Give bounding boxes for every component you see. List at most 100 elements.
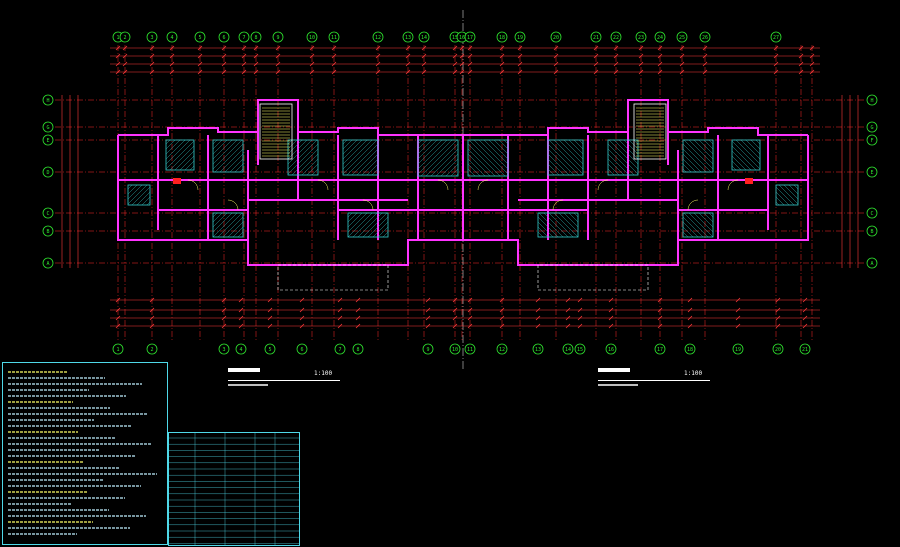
dim-tick (122, 61, 128, 67)
dim-tick (221, 315, 227, 321)
hatch-line (775, 191, 790, 206)
grid-bubble-top: 12 (372, 31, 384, 43)
hatch-line (467, 143, 501, 177)
grid-bubble-label: 11 (467, 347, 473, 353)
dim-tick (775, 307, 781, 313)
dim-tick (299, 315, 305, 321)
dim-tick (499, 297, 505, 303)
hatch-line (775, 201, 780, 206)
hatch-line (467, 153, 491, 177)
dim-tick (565, 307, 571, 313)
hatch-line (214, 143, 244, 173)
hatch-line (467, 173, 471, 177)
grid-bubble-label: 4 (239, 347, 242, 353)
hatch-line (342, 139, 348, 145)
dim-tick (679, 61, 685, 67)
dim-tick (375, 45, 381, 51)
hatch-line (372, 221, 389, 238)
grid-bubble-circle (402, 31, 414, 43)
dim-tick (221, 69, 227, 75)
hatched-room (537, 212, 579, 238)
grid-bubble-circle (449, 343, 461, 355)
hatch-line (703, 212, 714, 223)
hatch-line (537, 226, 549, 238)
dim-tick (299, 323, 305, 329)
hatch-line (607, 143, 639, 175)
grid-bubble-right: A (866, 257, 878, 269)
hatch-line (127, 184, 138, 195)
grid-bubble-circle (238, 31, 250, 43)
grid-bubble-circle (866, 257, 878, 269)
hatch-line (573, 139, 584, 150)
grid-bubble-label: 13 (405, 35, 411, 41)
hatch-line (165, 139, 191, 165)
dim-tick (687, 323, 693, 329)
dim-tick (773, 53, 779, 59)
dim-tick (375, 61, 381, 67)
dim-tick (657, 297, 663, 303)
dim-tick (452, 53, 458, 59)
hatch-line (488, 139, 509, 160)
dim-tick (459, 69, 465, 75)
hatch-line (731, 140, 761, 170)
hatch-line (750, 139, 761, 150)
hatch-line (450, 168, 459, 177)
hatch-line (445, 163, 459, 177)
hatch-line (731, 150, 752, 171)
grid-bubble-bottom: 6 (296, 343, 308, 355)
hatch-line (131, 186, 151, 206)
dim-tick (735, 307, 741, 313)
dim-tick (115, 307, 121, 313)
hatch-line (740, 139, 761, 160)
design-notes-panel (2, 362, 168, 545)
hatch-line (698, 139, 714, 155)
grid-bubble-bottom: 4 (235, 343, 247, 355)
hatch-line (377, 226, 389, 238)
grid-bubble-label: 19 (517, 35, 523, 41)
dim-tick (197, 69, 203, 75)
hatch-line (356, 153, 379, 176)
hatch-line (430, 148, 459, 177)
dim-tick (613, 69, 619, 75)
hatch-line (537, 231, 544, 238)
hatch-line (745, 139, 761, 155)
hatch-line (342, 139, 368, 165)
dim-tick (241, 61, 247, 67)
dim-tick (613, 53, 619, 59)
hatch-line (688, 139, 714, 165)
dim-tick (122, 53, 128, 59)
grid-bubble-circle (42, 207, 54, 219)
hatch-line (237, 231, 244, 238)
dim-tick (267, 323, 273, 329)
dim-tick (802, 315, 808, 321)
dim-tick (122, 45, 128, 51)
grid-bubble-label: 14 (421, 35, 427, 41)
hatch-line (420, 139, 458, 177)
grid-bubble-circle (334, 343, 346, 355)
hatch-line (468, 139, 506, 177)
hatch-line (731, 155, 747, 171)
dim-tick (452, 315, 458, 321)
hatch-line (473, 139, 509, 175)
hatch-line (127, 184, 133, 190)
hatch-line (417, 139, 423, 145)
dimension-lines (61, 45, 859, 329)
dim-tick (253, 61, 259, 67)
hatch-line (682, 226, 694, 238)
dim-tick (702, 53, 708, 59)
grid-bubble-top: 19 (514, 31, 526, 43)
hatch-line (169, 145, 195, 171)
hatch-line (287, 139, 308, 160)
grid-bubble-label: H (46, 98, 49, 104)
dim-tick (241, 69, 247, 75)
hatch-line (435, 153, 459, 177)
dim-tick (565, 297, 571, 303)
grid-bubble-label: 24 (657, 35, 663, 41)
hatch-line (342, 139, 373, 170)
grid-bubble-label: 19 (735, 347, 741, 353)
exterior-wall (462, 99, 809, 266)
dim-tick (421, 53, 427, 59)
dim-tick (405, 69, 411, 75)
hatch-line (788, 184, 799, 195)
dim-tick (337, 323, 343, 329)
